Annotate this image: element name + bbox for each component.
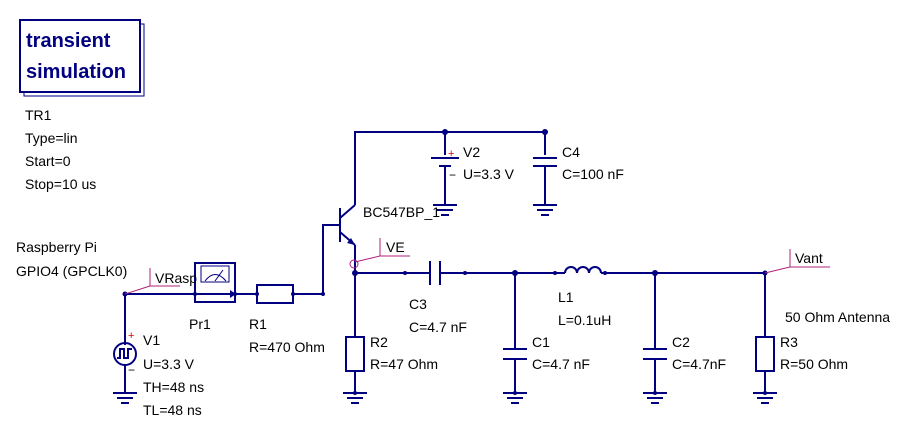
svg-text:−: − — [128, 363, 135, 377]
probe-name: Pr1 — [189, 316, 211, 332]
simulation-block[interactable]: transient simulation — [19, 19, 145, 97]
capacitor-c2[interactable] — [643, 348, 667, 360]
v1-tl: TL=48 ns — [143, 402, 202, 418]
sim-type: Type=lin — [25, 130, 78, 146]
source-label-line1: Raspberry Pi — [16, 239, 97, 255]
v2-name: V2 — [463, 144, 480, 160]
capacitor-c1[interactable] — [503, 348, 527, 360]
c2-value: C=4.7nF — [672, 356, 726, 372]
r2-name: R2 — [370, 334, 388, 350]
net-label-vant[interactable]: Vant — [764, 249, 830, 274]
r3-name: R3 — [780, 334, 798, 350]
r2-value: R=47 Ohm — [370, 356, 438, 372]
sim-title-line2: simulation — [26, 61, 126, 83]
antenna-label: 50 Ohm Antenna — [785, 309, 890, 325]
transistor-name: BC547BP_1 — [363, 204, 440, 220]
c3-name: C3 — [409, 296, 427, 312]
c4-name: C4 — [562, 144, 580, 160]
sim-name: TR1 — [25, 107, 52, 123]
ground-icon-v2 — [433, 204, 457, 216]
v1-th: TH=48 ns — [143, 379, 204, 395]
resistor-r2[interactable] — [345, 336, 365, 372]
v1-voltage: U=3.3 V — [143, 356, 195, 372]
source-label-line2: GPIO4 (GPCLK0) — [16, 263, 127, 279]
c3-value: C=4.7 nF — [409, 319, 467, 335]
net-label-vrasp[interactable]: VRasp — [124, 268, 197, 295]
resistor-r3[interactable] — [755, 336, 775, 372]
l1-value: L=0.1uH — [558, 312, 611, 328]
r3-value: R=50 Ohm — [780, 356, 848, 372]
svg-text:−: − — [449, 168, 456, 182]
ground-icon-r2 — [343, 392, 367, 404]
svg-text:+: + — [128, 330, 134, 342]
dc-source-v2[interactable]: + − — [431, 148, 459, 205]
r1-value: R=470 Ohm — [249, 339, 325, 355]
sim-title-line1: transient — [26, 30, 111, 52]
ground-symbols — [113, 204, 777, 404]
v1-name: V1 — [143, 332, 160, 348]
capacitor-c4[interactable] — [533, 157, 557, 205]
sim-stop: Stop=10 us — [25, 176, 96, 192]
pulse-source-v1[interactable]: + − — [113, 330, 137, 377]
l1-name: L1 — [558, 289, 574, 305]
voltage-probe-pr1[interactable] — [194, 262, 236, 303]
resistor-r1[interactable] — [256, 284, 294, 304]
inductor-l1[interactable] — [555, 266, 605, 274]
capacitor-c3[interactable] — [405, 261, 441, 285]
ground-icon-r3 — [753, 392, 777, 404]
ground-icon-c2 — [643, 392, 667, 404]
c1-value: C=4.7 nF — [532, 356, 590, 372]
sim-start: Start=0 — [25, 153, 71, 169]
vrasp-label-text: VRasp — [155, 270, 197, 286]
svg-text:+: + — [448, 148, 454, 160]
vant-label-text: Vant — [795, 250, 823, 266]
npn-transistor[interactable] — [339, 204, 356, 246]
ve-label-text: VE — [386, 239, 405, 255]
ground-icon-c1 — [503, 392, 527, 404]
c2-name: C2 — [672, 334, 690, 350]
ground-icon-v1 — [113, 392, 137, 404]
ground-icon-c4 — [533, 204, 557, 216]
net-label-ve[interactable]: VE — [349, 238, 410, 269]
c4-value: C=100 nF — [562, 166, 624, 182]
c1-name: C1 — [532, 334, 550, 350]
r1-name: R1 — [249, 316, 267, 332]
v2-voltage: U=3.3 V — [463, 166, 515, 182]
